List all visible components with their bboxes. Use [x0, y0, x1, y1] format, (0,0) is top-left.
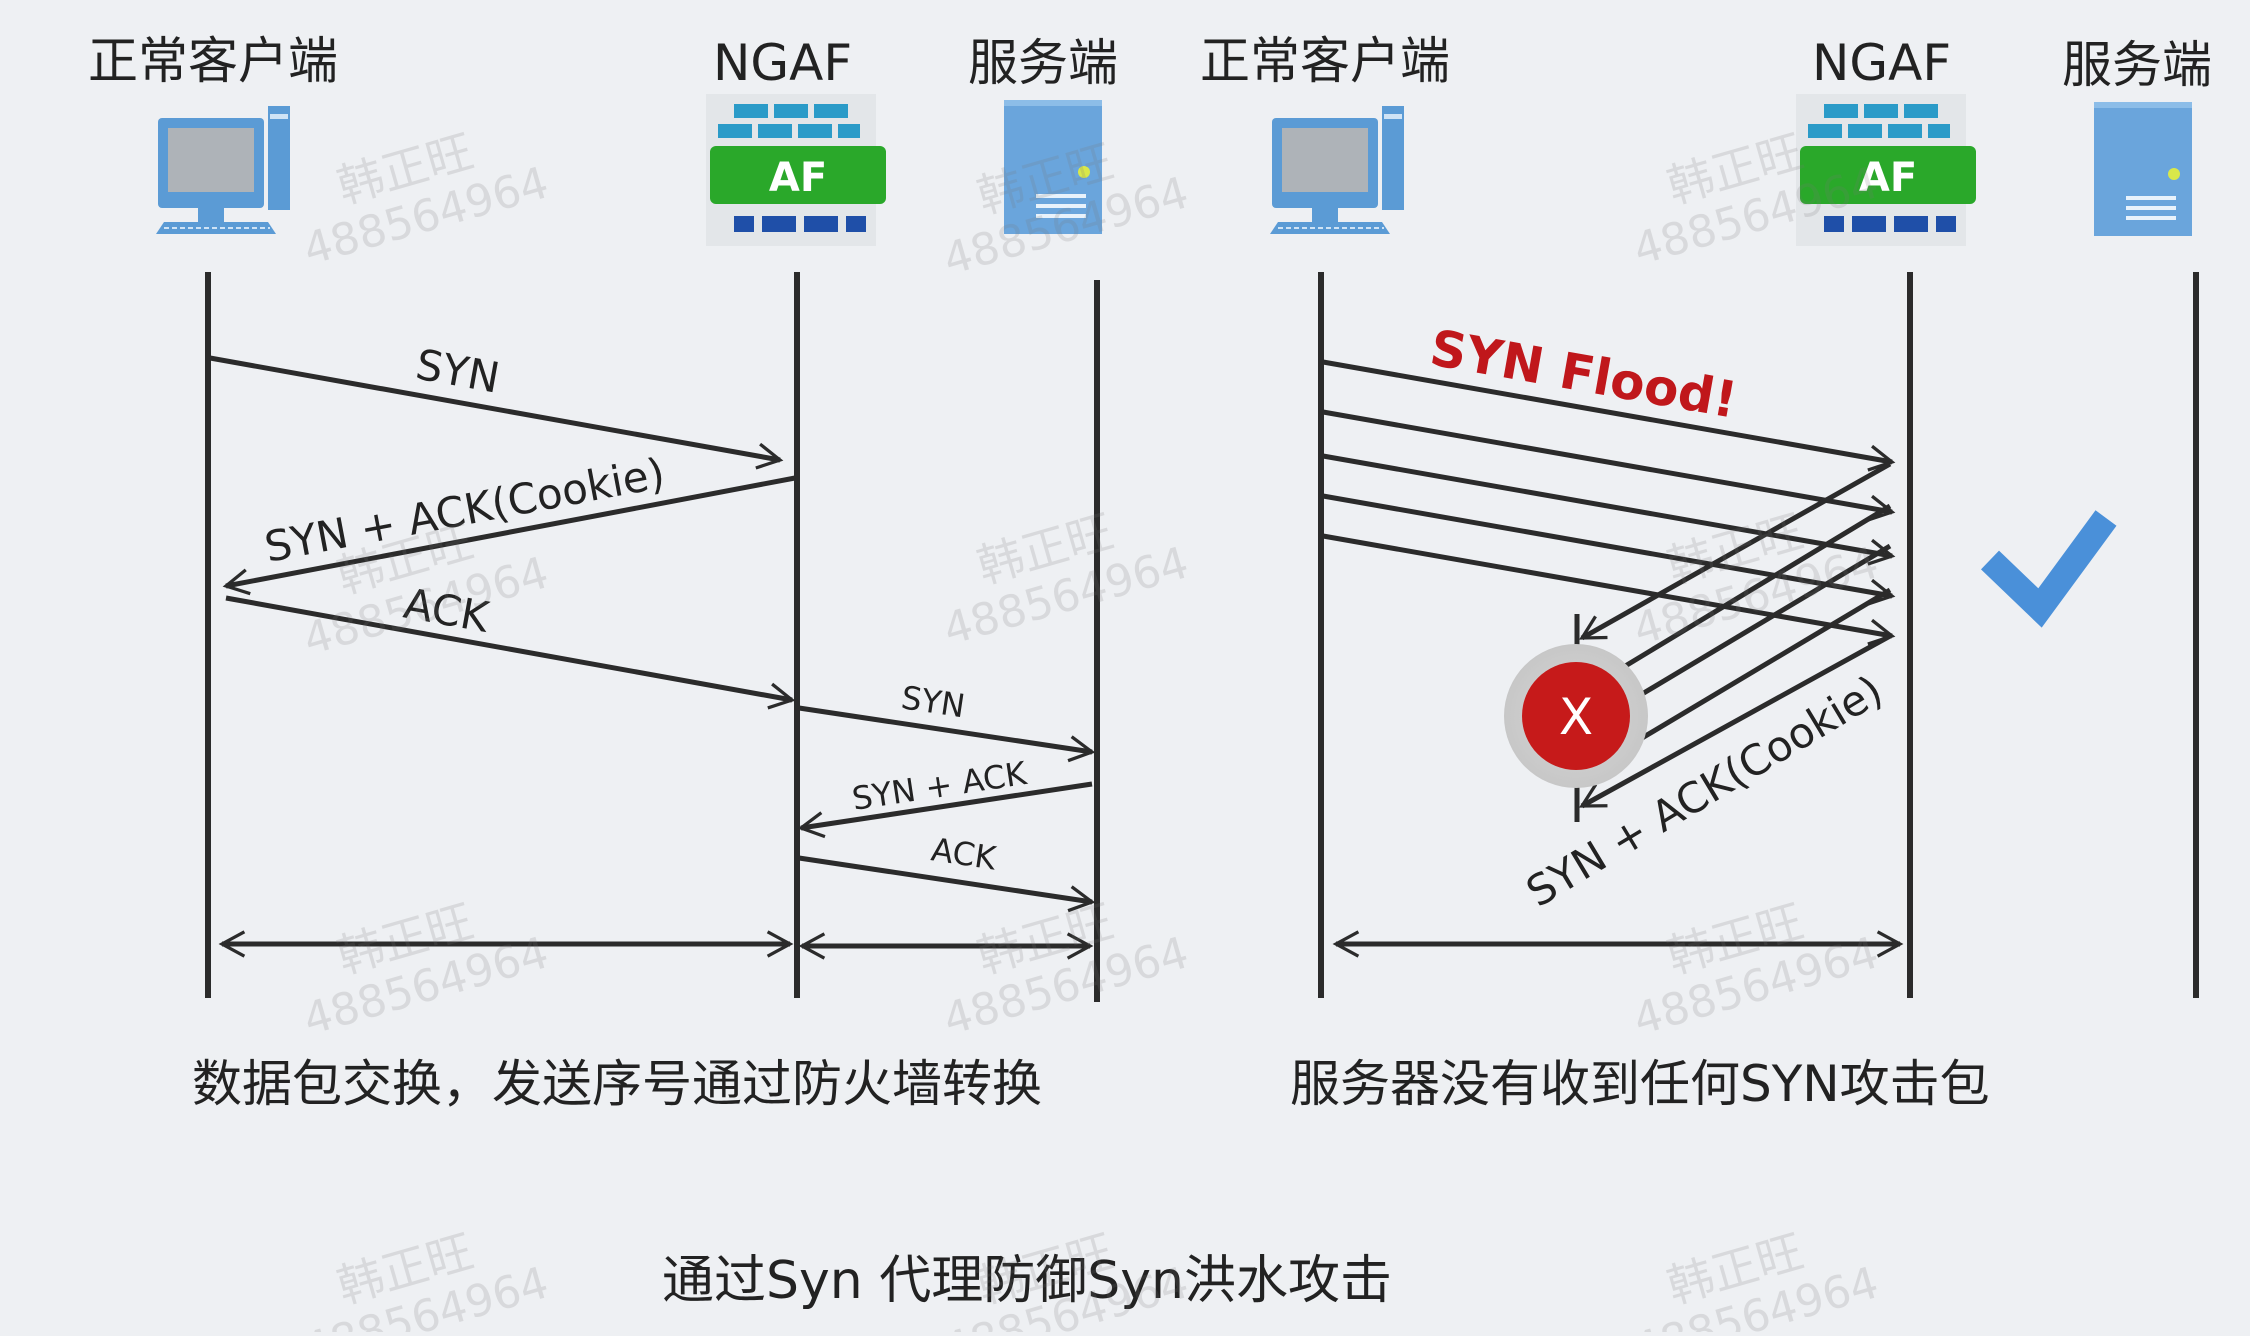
block-icon: X — [1504, 644, 1648, 788]
msg-syn-arrow — [209, 355, 784, 470]
syn-flood-label: SYN Flood! — [1426, 319, 1741, 430]
right-caption: 服务器没有收到任何SYN攻击包 — [1290, 1055, 1990, 1113]
left-client-label: 正常客户端 — [88, 32, 338, 90]
computer-icon — [156, 106, 290, 234]
flood-arrow — [1322, 493, 1896, 606]
right-panel: 正常客户端 NGAF 服务端 AF — [1200, 32, 2212, 1113]
msg-synack-cookie-arrow — [222, 475, 796, 596]
right-firewall-label: NGAF — [1812, 34, 1951, 92]
left-caption: 数据包交换，发送序号通过防火墙转换 — [192, 1055, 1042, 1113]
firewall-icon: AF — [1796, 94, 1976, 246]
flood-arrow — [1322, 409, 1896, 522]
msg-syn-label: SYN — [412, 340, 503, 403]
reply-arrow — [1579, 461, 1892, 641]
check-icon — [1980, 510, 2117, 628]
server-icon — [2094, 102, 2192, 236]
msg-synack-server-arrow — [797, 781, 1093, 839]
flood-arrow — [1322, 453, 1896, 566]
footer-title: 通过Syn 代理防御Syn洪水攻击 — [662, 1251, 1392, 1311]
left-server-label: 服务端 — [968, 34, 1118, 92]
reply-arrow — [1578, 633, 1892, 809]
reply-arrow — [1630, 587, 1892, 747]
left-firewall-label: NGAF — [713, 34, 852, 92]
right-firewall-badge: AF — [1859, 155, 1917, 201]
msg-syn-server-label: SYN — [899, 678, 968, 725]
computer-icon — [1270, 106, 1404, 234]
flood-arrow — [1322, 359, 1896, 472]
msg-ack-server-arrow — [798, 855, 1096, 913]
block-mark: X — [1559, 688, 1593, 746]
msg-syn-server-arrow — [798, 705, 1096, 763]
right-server-label: 服务端 — [2062, 36, 2212, 94]
left-panel: 正常客户端 NGAF 服务端 AF — [88, 32, 1118, 1113]
reply-arrow — [1630, 543, 1892, 703]
flood-arrow — [1322, 533, 1896, 646]
left-firewall-badge: AF — [769, 155, 827, 201]
reply-arrow — [1620, 503, 1892, 671]
msg-ack-arrow — [225, 595, 796, 710]
firewall-icon: AF — [706, 94, 886, 246]
server-icon — [1004, 100, 1102, 234]
msg-ack-server-label: ACK — [929, 830, 1000, 877]
right-client-label: 正常客户端 — [1200, 32, 1450, 90]
